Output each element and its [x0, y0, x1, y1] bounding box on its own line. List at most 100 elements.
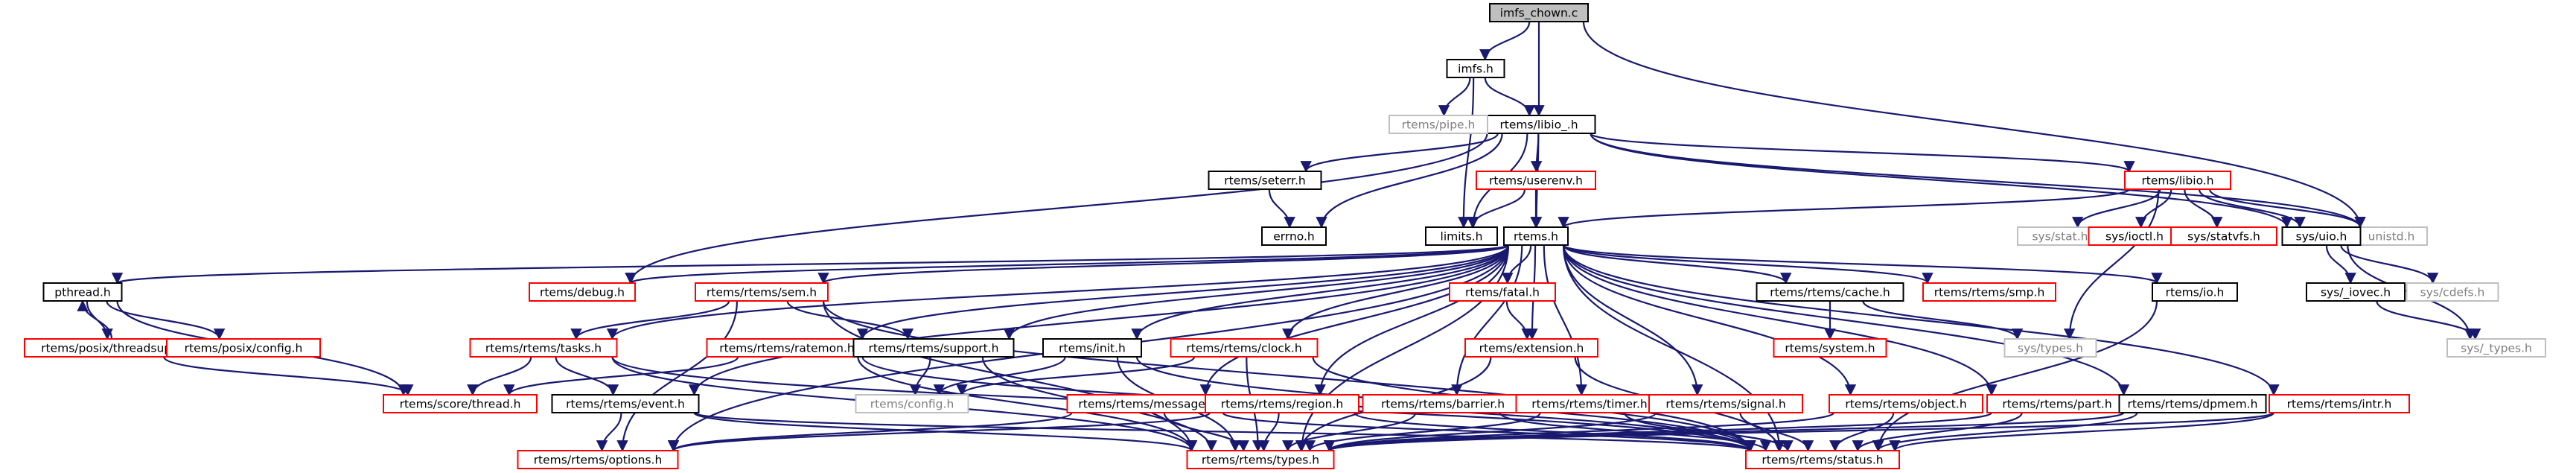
- edge-rtems-h-to-rtems-rtems-tasks-h: [607, 244, 1510, 340]
- node-rtems-pipe-h: rtems/pipe.h: [1389, 115, 1488, 134]
- node-sys-iovec-h[interactable]: sys/_iovec.h: [2306, 282, 2406, 302]
- node-box: [1829, 394, 1983, 413]
- node-label: rtems/rtems/support.h: [868, 342, 998, 355]
- edge-rtems-libio-h-to-sys-stat-h: [2072, 188, 2161, 229]
- node-box: [2306, 282, 2406, 302]
- node-rtems-libio-h[interactable]: rtems/libio.h: [2124, 171, 2231, 190]
- node-rtems-h[interactable]: rtems.h: [1503, 226, 1569, 246]
- node-label: rtems/rtems/tasks.h: [485, 342, 602, 355]
- node-box: [2118, 394, 2267, 413]
- node-limits-h[interactable]: limits.h: [1425, 226, 1498, 246]
- node-rtems-rtems-event-h[interactable]: rtems/rtems/event.h: [551, 394, 700, 413]
- node-box: [1205, 394, 1359, 413]
- node-label: sys/statvfs.h: [2187, 230, 2260, 244]
- node-label: rtems/debug.h: [540, 286, 625, 299]
- nodes-layer: imfs_chown.c imfs.h rtems/libio_.h unistd.h…: [24, 3, 2546, 469]
- edge-rtems-libio-h-to-sys-statvfs-h: [2184, 188, 2223, 229]
- node-label: sys/_iovec.h: [2321, 286, 2391, 300]
- node-box: [2406, 282, 2499, 302]
- node-rtems-rtems-status-h[interactable]: rtems/rtems/status.h: [1745, 450, 1900, 469]
- node-label: sys/uio.h: [2296, 230, 2347, 244]
- node-imfs-h[interactable]: imfs.h: [1446, 59, 1505, 78]
- node-sys-cdefs-h: sys/cdefs.h: [2406, 282, 2499, 302]
- node-box: [1489, 3, 1589, 22]
- node-label: rtems/rtems/event.h: [566, 398, 685, 411]
- node-rtems-rtems-support-h[interactable]: rtems/rtems/support.h: [852, 338, 1015, 358]
- node-rtems-rtems-intr-h[interactable]: rtems/rtems/intr.h: [2269, 394, 2410, 413]
- node-rtems-rtems-object-h[interactable]: rtems/rtems/object.h: [1829, 394, 1983, 413]
- edge-rtems-rtems-sem-h-to-rtems-rtems-options-h: [616, 300, 739, 452]
- edges-layer: [77, 21, 2481, 452]
- edge-rtems-h-to-rtems-rtems-intr-h: [1562, 244, 2280, 396]
- edge-rtems-rtems-ratemon-h-to-rtems-score-thread-h: [503, 356, 739, 396]
- node-rtems-rtems-timer-h[interactable]: rtems/rtems/timer.h: [1515, 394, 1664, 413]
- node-rtems-rtems-region-h[interactable]: rtems/rtems/region.h: [1205, 394, 1359, 413]
- node-rtems-posix-config-h[interactable]: rtems/posix/config.h: [166, 338, 321, 358]
- node-sys-ioctl-h[interactable]: sys/ioctl.h: [2088, 226, 2181, 246]
- node-rtems-seterr-h[interactable]: rtems/seterr.h: [1208, 171, 1322, 190]
- node-errno-h[interactable]: errno.h: [1261, 226, 1327, 246]
- node-label: pthread.h: [54, 286, 110, 299]
- node-unistd-h: unistd.h: [2355, 226, 2428, 246]
- node-rtems-rtems-cache-h[interactable]: rtems/rtems/cache.h: [1756, 282, 1904, 302]
- node-label: rtems/rtems/timer.h: [1531, 398, 1647, 411]
- node-rtems-system-h[interactable]: rtems/system.h: [1773, 338, 1887, 358]
- node-rtems-rtems-sem-h[interactable]: rtems/rtems/sem.h: [695, 282, 829, 302]
- edge-rtems-rtems-timer-h-to-rtems-rtems-types-h: [1304, 412, 1541, 452]
- node-label: rtems/rtems/clock.h: [1186, 342, 1301, 355]
- edge-root-to-imfs-h: [1479, 21, 1531, 61]
- node-box: [852, 338, 1015, 358]
- node-rtems-init-h[interactable]: rtems/init.h: [1042, 338, 1142, 358]
- node-rtems-io-h[interactable]: rtems/io.h: [2152, 282, 2238, 302]
- node-box: [1515, 394, 1664, 413]
- node-rtems-rtems-options-h[interactable]: rtems/rtems/options.h: [517, 450, 679, 469]
- edge-rtems-fatal-h-to-rtems-extension-h: [1505, 300, 1533, 340]
- node-sys-statvfs-h[interactable]: sys/statvfs.h: [2170, 226, 2277, 246]
- node-rtems-rtems-smp-h[interactable]: rtems/rtems/smp.h: [1922, 282, 2056, 302]
- node-rtems-rtems-message-h[interactable]: rtems/rtems/message.h: [1066, 394, 1228, 413]
- edge-rtems-rtems-ratemon-h-to-rtems-rtems-types-h: [857, 356, 1198, 452]
- node-rtems-rtems-signal-h[interactable]: rtems/rtems/signal.h: [1648, 394, 1803, 413]
- node-rtems-rtems-tasks-h[interactable]: rtems/rtems/tasks.h: [469, 338, 618, 358]
- edge-rtems-h-to-rtems-rtems-region-h: [1314, 244, 1510, 396]
- node-label: imfs_chown.c: [1500, 7, 1578, 21]
- node-label: rtems/extension.h: [1479, 342, 1584, 355]
- node-box: [2355, 226, 2428, 246]
- node-rtems-score-thread-h[interactable]: rtems/score/thread.h: [383, 394, 538, 413]
- edge-rtems-h-to-rtems-rtems-barrier-h: [1451, 244, 1523, 396]
- node-pthread-h[interactable]: pthread.h: [42, 282, 123, 302]
- node-label: rtems/rtems/cache.h: [1770, 286, 1890, 299]
- node-rtems-libio-h-priv[interactable]: rtems/libio_.h: [1482, 115, 1596, 134]
- edge-rtems-h-to-rtems-rtems-dpmem-h: [1562, 244, 2130, 396]
- node-rtems-rtems-barrier-h[interactable]: rtems/rtems/barrier.h: [1362, 394, 1524, 413]
- edge-rtems-h-to-rtems-init-h: [1131, 244, 1510, 340]
- node-label: rtems/rtems/types.h: [1202, 454, 1319, 467]
- edge-rtems-libio-h-to-unistd-h: [2208, 188, 2366, 229]
- node-rtems-rtems-part-h[interactable]: rtems/rtems/part.h: [1986, 394, 2128, 413]
- edge-rtems-libio-h-to-sys-uio-h: [2198, 188, 2306, 229]
- node-rtems-userenv-h[interactable]: rtems/userenv.h: [1476, 171, 1596, 190]
- node-box: [1773, 338, 1887, 358]
- node-rtems-rtems-types-h[interactable]: rtems/rtems/types.h: [1186, 450, 1335, 469]
- edge-rtems-rtems-message-h-to-rtems-rtems-options-h: [668, 411, 1073, 452]
- node-sys-uio-h[interactable]: sys/uio.h: [2281, 226, 2362, 246]
- edge-imfs-h-to-rtems-pipe-h: [1438, 77, 1471, 117]
- node-label: rtems/rtems/part.h: [2002, 398, 2111, 411]
- node-rtems-rtems-clock-h[interactable]: rtems/rtems/clock.h: [1170, 338, 1319, 358]
- node-rtems-rtems-dpmem-h[interactable]: rtems/rtems/dpmem.h: [2118, 394, 2267, 413]
- edge-rtems-h-to-rtems-rtems-message-h: [1199, 244, 1510, 396]
- node-rtems-rtems-ratemon-h[interactable]: rtems/rtems/ratemon.h: [706, 338, 868, 358]
- node-rtems-extension-h[interactable]: rtems/extension.h: [1464, 338, 1598, 358]
- node-label: rtems/seterr.h: [1224, 174, 1305, 188]
- edge-imfs-h-to-rtems-libio-h-priv: [1484, 77, 1535, 117]
- node-rtems-debug-h[interactable]: rtems/debug.h: [529, 282, 636, 302]
- node-box: [529, 282, 636, 302]
- edge-rtems-h-to-rtems-rtems-signal-h: [1562, 244, 1703, 396]
- node-rtems-fatal-h[interactable]: rtems/fatal.h: [1449, 282, 1556, 302]
- node-box: [2124, 171, 2231, 190]
- node-box: [1186, 450, 1335, 469]
- node-box: [1922, 282, 2056, 302]
- node-box: [706, 338, 868, 358]
- node-label: rtems/rtems/barrier.h: [1381, 398, 1505, 411]
